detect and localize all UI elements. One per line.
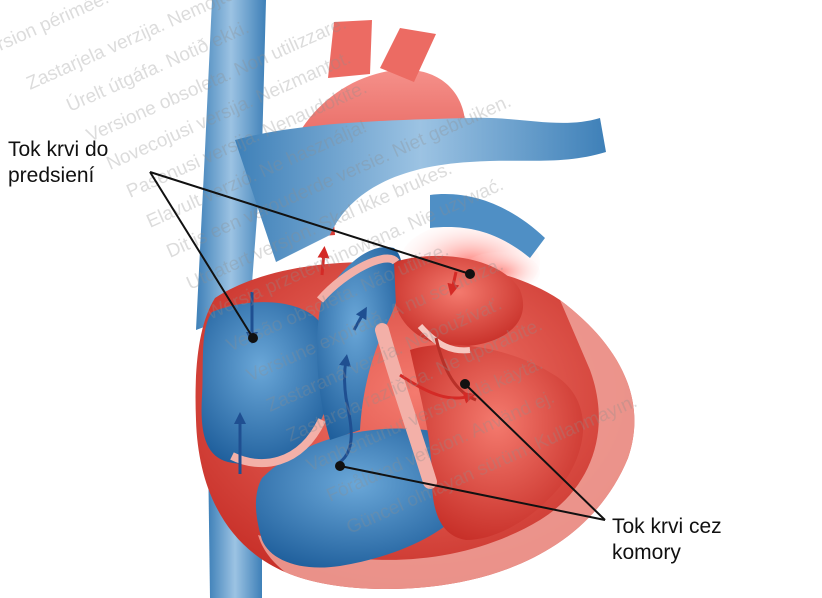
label-atria-line2: predsiení	[8, 163, 108, 189]
endpoint-left-ventricle	[460, 379, 470, 389]
endpoint-right-atrium	[248, 333, 258, 343]
endpoint-right-ventricle	[335, 461, 345, 471]
label-blood-flow-ventricles: Tok krvi cez komory	[612, 514, 722, 566]
label-atria-line1: Tok krvi do	[8, 137, 108, 163]
label-blood-flow-atria: Tok krvi do predsiení	[8, 137, 108, 189]
label-ventricles-line1: Tok krvi cez	[612, 514, 722, 540]
endpoint-left-atrium	[465, 269, 475, 279]
label-ventricles-line2: komory	[612, 540, 722, 566]
